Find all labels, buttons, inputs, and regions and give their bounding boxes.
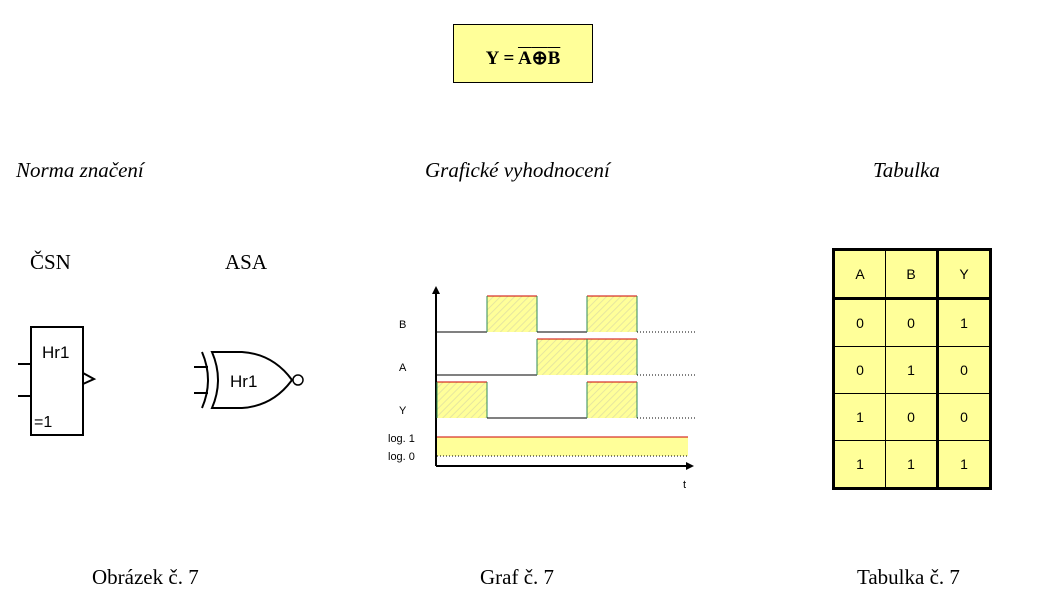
pulse-b <box>487 296 537 332</box>
cell-b: 0 <box>885 298 938 347</box>
formula-operand-a: A <box>517 48 532 69</box>
csn-gate-function: =1 <box>34 414 52 431</box>
pulse-a <box>587 339 637 375</box>
cell-b: 0 <box>885 393 938 441</box>
csn-output-negation-mark <box>82 372 97 385</box>
cell-a: 1 <box>833 393 886 441</box>
header-a: A <box>833 249 886 300</box>
csn-gate-body <box>30 326 84 436</box>
formula-operand-b: B <box>547 48 561 69</box>
caption-obrazek: Obrázek č. 7 <box>92 565 199 589</box>
vertical-axis-arrow <box>432 286 440 294</box>
cell-a: 1 <box>833 440 886 489</box>
cell-a: 0 <box>833 346 886 394</box>
asa-gate-symbol: Hr1 <box>194 351 304 409</box>
formula: Y = A⊕B <box>454 47 592 70</box>
table-row: 1 1 1 <box>833 440 991 489</box>
signal-label-a: A <box>399 362 407 374</box>
timing-diagram: B A Y log. 1 log. 0 t <box>388 286 695 491</box>
signal-label-y: Y <box>399 405 407 417</box>
level-label-log1: log. 1 <box>388 433 415 445</box>
pulse-y <box>437 382 487 418</box>
level-label-log0: log. 0 <box>388 451 415 463</box>
caption-tabulka: Tabulka č. 7 <box>857 565 960 589</box>
table-row: 0 0 1 <box>833 298 991 347</box>
pulse-a <box>537 339 587 375</box>
signal-waveforms <box>436 295 695 419</box>
formula-operator: ⊕ <box>531 48 548 69</box>
standard-csn-label: ČSN <box>30 250 71 274</box>
header-y: Y <box>936 249 991 300</box>
header-b: B <box>885 249 938 300</box>
asa-extra-input-arc <box>201 351 209 409</box>
pulse-y <box>587 382 637 418</box>
truth-table: A B Y 0 0 1 0 1 0 1 0 0 1 1 1 <box>832 248 992 490</box>
truth-table-header-row: A B Y <box>833 249 991 300</box>
cell-y: 0 <box>936 346 991 394</box>
standard-asa-label: ASA <box>225 250 268 274</box>
asa-negation-bubble <box>292 374 304 386</box>
table-row: 0 1 0 <box>833 346 991 394</box>
logic-level-band <box>437 437 688 456</box>
time-label: t <box>683 479 686 491</box>
caption-graf: Graf č. 7 <box>480 565 555 589</box>
cell-b: 1 <box>885 440 938 489</box>
csn-gate-symbol: Hr1 =1 <box>18 326 97 436</box>
csn-gate-label: Hr1 <box>42 343 69 362</box>
heading-norma: Norma značení <box>16 158 144 182</box>
cell-y: 1 <box>936 298 991 347</box>
cell-y: 0 <box>936 393 991 441</box>
heading-graf: Grafické vyhodnocení <box>425 158 610 182</box>
formula-negated-xor: A⊕B <box>518 48 560 69</box>
formula-box: Y = A⊕B <box>453 24 593 83</box>
asa-gate-label: Hr1 <box>230 372 257 391</box>
pulse-b <box>587 296 637 332</box>
formula-lhs: Y = <box>485 48 518 69</box>
cell-a: 0 <box>833 298 886 347</box>
asa-gate-body <box>210 351 294 409</box>
signal-label-b: B <box>399 319 406 331</box>
cell-y: 1 <box>936 440 991 489</box>
time-axis-arrow <box>686 462 694 470</box>
table-row: 1 0 0 <box>833 393 991 441</box>
heading-tabulka: Tabulka <box>873 158 940 182</box>
cell-b: 1 <box>885 346 938 394</box>
